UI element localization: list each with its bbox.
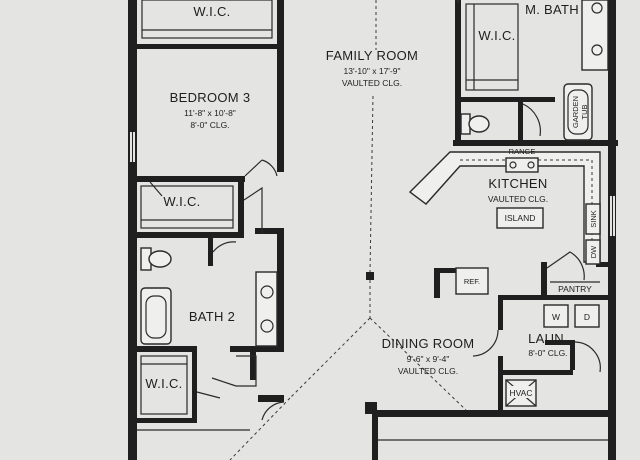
room-wic-lower: W.I.C. xyxy=(140,355,285,421)
range-label: RANGE xyxy=(509,147,536,156)
dishwasher-label: DW xyxy=(589,245,598,258)
master-bath-wic-name: W.I.C. xyxy=(478,28,515,43)
range xyxy=(505,157,539,173)
master-bath-name: M. BATH xyxy=(525,2,579,17)
master-bath-vanity xyxy=(581,0,609,71)
room-laundry: W D LAUN. 8'-0" CLG. HVAC xyxy=(505,304,601,407)
dining-room-dims: 9'-6" x 9'-4" xyxy=(407,354,450,364)
island xyxy=(496,207,544,229)
kitchen-counter xyxy=(408,151,601,263)
laundry-ceiling: 8'-0" CLG. xyxy=(528,348,567,358)
walls xyxy=(128,0,618,460)
room-dining: DINING ROOM 9'-6" x 9'-4" VAULTED CLG. xyxy=(382,329,499,376)
bath-2-tub xyxy=(140,287,172,345)
room-bath-2: BATH 2 xyxy=(140,241,278,387)
sink-label: SINK xyxy=(589,210,598,228)
room-kitchen: RANGE KITCHEN VAULTED CLG. ISLAND SINK D… xyxy=(408,147,601,295)
garden-tub-label-1: GARDEN xyxy=(571,96,580,128)
wic-lower-name: W.I.C. xyxy=(145,376,182,391)
kitchen-name: KITCHEN xyxy=(488,176,547,191)
hvac-label: HVAC xyxy=(510,388,533,398)
ref-label: REF. xyxy=(464,277,480,286)
room-wic-bedroom-3: W.I.C. xyxy=(140,181,263,234)
bath-2-vanity xyxy=(255,271,278,347)
washer-label: W xyxy=(552,312,560,322)
bedroom-3-dims: 11'-8" x 10'-8" xyxy=(184,108,236,118)
dryer xyxy=(574,304,600,328)
sink xyxy=(585,203,601,235)
washer xyxy=(543,304,569,328)
room-master-bath-wic: W.I.C. xyxy=(465,3,519,91)
dryer-label: D xyxy=(584,312,590,322)
family-room-dims: 13'-10" x 17'-9" xyxy=(343,66,400,76)
dining-room-ceiling: VAULTED CLG. xyxy=(398,366,458,376)
wic-bedroom-3-name: W.I.C. xyxy=(163,194,200,209)
island-label: ISLAND xyxy=(505,213,536,223)
family-room-ceiling: VAULTED CLG. xyxy=(342,78,402,88)
dishwasher xyxy=(585,239,601,265)
laundry-name: LAUN. xyxy=(528,331,568,346)
kitchen-ceiling: VAULTED CLG. xyxy=(488,194,548,204)
bedroom-3-ceiling: 8'-0" CLG. xyxy=(190,120,229,130)
lower-rooms xyxy=(137,429,608,441)
family-room-name: FAMILY ROOM xyxy=(326,48,418,63)
pantry-name: PANTRY xyxy=(558,284,592,294)
garden-tub-label-2: TUB xyxy=(580,105,589,120)
room-wic-top-name: W.I.C. xyxy=(193,4,230,19)
room-pantry: PANTRY xyxy=(550,281,600,294)
refrigerator xyxy=(455,267,489,295)
room-family: FAMILY ROOM 13'-10" x 17'-9" VAULTED CLG… xyxy=(229,0,467,460)
room-master-bath: M. BATH GARDEN TUB xyxy=(460,0,609,141)
room-bedroom-3: BEDROOM 3 11'-8" x 10'-8" 8'-0" CLG. xyxy=(170,90,278,177)
dining-room-name: DINING ROOM xyxy=(382,336,475,351)
garden-tub xyxy=(563,83,593,141)
bedroom-3-name: BEDROOM 3 xyxy=(170,90,251,105)
room-wic-top: W.I.C. xyxy=(141,0,273,39)
bath-2-name: BATH 2 xyxy=(189,309,235,324)
